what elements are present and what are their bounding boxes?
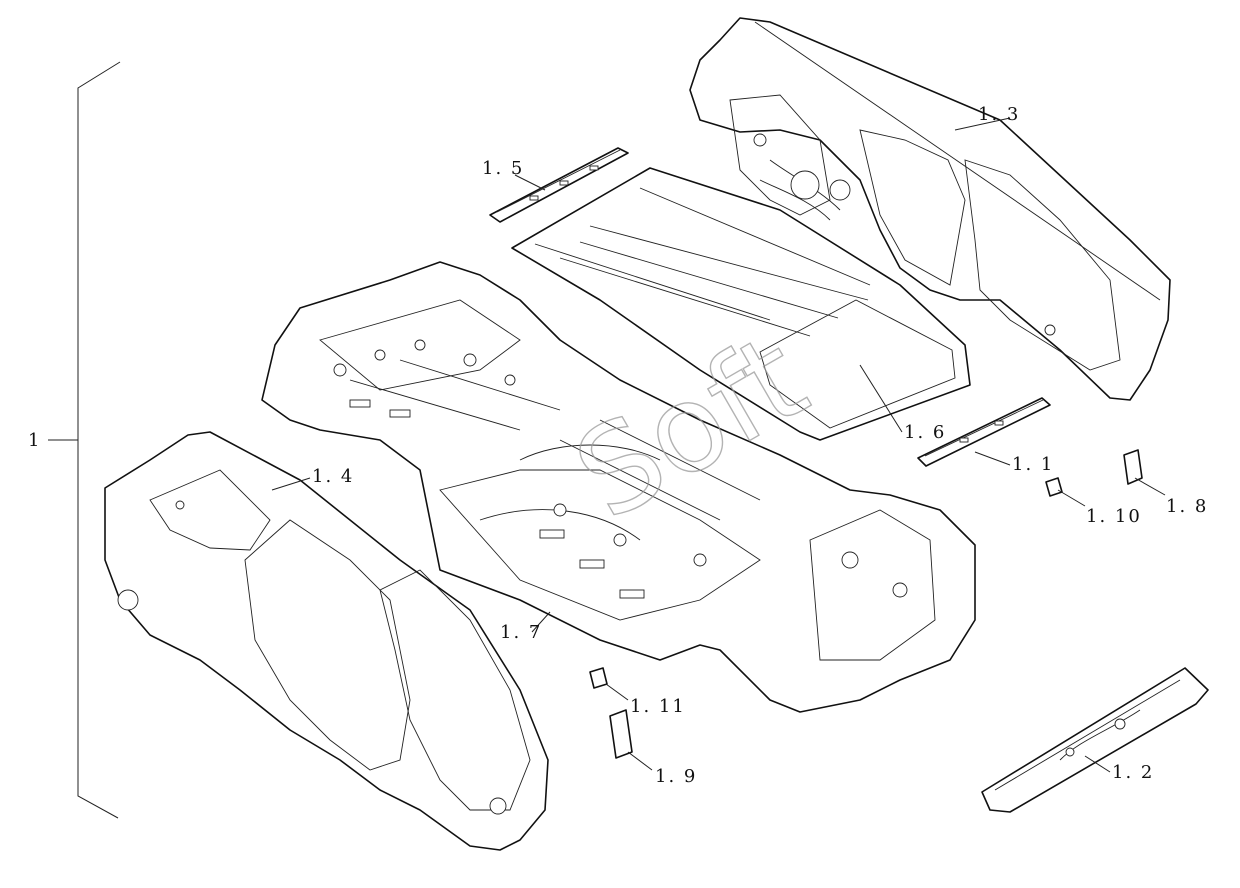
callout-1-11: 1. 11 bbox=[630, 696, 686, 717]
callout-1-2: 1. 2 bbox=[1112, 762, 1154, 783]
part-bracket-1-9 bbox=[609, 709, 633, 759]
part-right-body-side bbox=[689, 17, 1171, 401]
part-left-body-side bbox=[104, 431, 549, 851]
part-bracket-1-10 bbox=[1045, 477, 1063, 497]
callout-1-8: 1. 8 bbox=[1166, 496, 1208, 517]
part-bracket-1-8 bbox=[1123, 449, 1143, 485]
callout-1-6: 1. 6 bbox=[904, 422, 946, 443]
part-roof-bow-rear bbox=[489, 147, 629, 223]
callout-1-3: 1. 3 bbox=[978, 104, 1020, 125]
part-bracket-1-11 bbox=[589, 667, 608, 689]
part-roof-header bbox=[917, 397, 1051, 467]
leader-lines bbox=[271, 117, 1166, 773]
callout-1-5: 1. 5 bbox=[482, 158, 524, 179]
callout-1-4: 1. 4 bbox=[312, 466, 354, 487]
callout-1: 1 bbox=[28, 430, 41, 451]
part-roof-panel bbox=[511, 167, 971, 441]
callout-1-7: 1. 7 bbox=[500, 622, 542, 643]
part-cowl-crossmember bbox=[981, 667, 1209, 813]
callout-1-1: 1. 1 bbox=[1012, 454, 1054, 475]
assembly-bracket bbox=[48, 61, 121, 819]
callout-1-10: 1. 10 bbox=[1086, 506, 1142, 527]
callout-1-9: 1. 9 bbox=[655, 766, 697, 787]
part-underbody-floor bbox=[261, 261, 976, 713]
